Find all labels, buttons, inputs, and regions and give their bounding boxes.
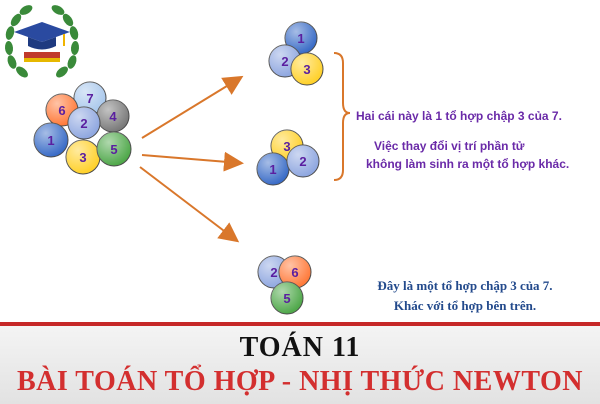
ball-shine xyxy=(287,145,319,177)
ball-shine xyxy=(68,107,100,139)
ball-3: 3 xyxy=(290,52,324,86)
ball-shine xyxy=(271,282,303,314)
graduation-cap-laurel-logo xyxy=(4,5,80,78)
ball-label: 5 xyxy=(283,291,290,306)
ball-label: 5 xyxy=(110,142,117,157)
laurel-right-icon xyxy=(51,5,80,78)
bracket xyxy=(333,52,351,181)
ball-shine xyxy=(291,53,323,85)
footer-banner: TOÁN 11 BÀI TOÁN TỔ HỢP - NHỊ THỨC NEWTO… xyxy=(0,322,600,404)
arrow-to-combo-c xyxy=(139,166,240,243)
ball-2: 2 xyxy=(67,106,101,140)
note-different-line2: Khác với tổ hợp bên trên. xyxy=(393,298,537,313)
ball-3: 3 xyxy=(65,139,101,175)
footer-subtitle: BÀI TOÁN TỔ HỢP - NHỊ THỨC NEWTON xyxy=(17,366,583,397)
ball-5: 5 xyxy=(270,281,304,315)
ball-cluster-all-seven: 7 6 4 2 1 3 5 xyxy=(33,81,132,175)
ball-cluster-combination-b: 31 2 xyxy=(256,129,320,186)
ball-label: 6 xyxy=(291,265,298,280)
ball-label: 3 xyxy=(303,62,310,77)
ball-label: 1 xyxy=(47,133,54,148)
book-icon xyxy=(24,52,60,62)
ball-shine xyxy=(74,82,106,114)
ball-6: 6 xyxy=(278,255,312,289)
ball-label: 7 xyxy=(86,91,93,106)
ball-label: 1 xyxy=(297,31,304,46)
ball-label: 2 xyxy=(281,54,288,69)
note-position-change-line2: không làm sinh ra một tổ hợp khác. xyxy=(366,157,570,171)
ball-1: 1 xyxy=(284,21,318,55)
footer-title: TOÁN 11 xyxy=(239,332,361,363)
ball-5: 5 xyxy=(96,131,132,167)
graduation-cap-icon xyxy=(14,22,70,50)
ball-label: 4 xyxy=(109,109,117,124)
arrow-to-combo-b xyxy=(141,151,244,172)
ball-shine xyxy=(257,153,289,185)
arrow-to-combo-a xyxy=(141,75,244,139)
ball-shine xyxy=(97,100,129,132)
ball-label: 3 xyxy=(79,150,86,165)
ball-shine xyxy=(66,140,100,174)
ball-shine xyxy=(97,132,131,166)
ball-2: 2 xyxy=(286,144,320,178)
note-different-line1: Đây là một tổ hợp chập 3 của 7. xyxy=(377,278,553,293)
ball-shine xyxy=(279,256,311,288)
ball-label: 2 xyxy=(80,116,87,131)
ball-cluster-combination-a: 123 xyxy=(268,21,324,86)
ball-1: 1 xyxy=(33,122,69,158)
ball-4: 4 xyxy=(96,99,130,133)
ball-shine xyxy=(285,22,317,54)
ball-label: 3 xyxy=(283,139,290,154)
ball-label: 2 xyxy=(270,265,277,280)
ball-label: 1 xyxy=(269,162,276,177)
note-position-change-line1: Việc thay đổi vị trí phần tử xyxy=(374,139,525,153)
laurel-left-icon xyxy=(4,5,33,78)
ball-label: 2 xyxy=(299,154,306,169)
ball-1: 1 xyxy=(256,152,290,186)
ball-label: 6 xyxy=(58,103,65,118)
ball-shine xyxy=(34,123,68,157)
note-same-combination: Hai cái này là 1 tổ hợp chập 3 của 7. xyxy=(356,109,562,123)
